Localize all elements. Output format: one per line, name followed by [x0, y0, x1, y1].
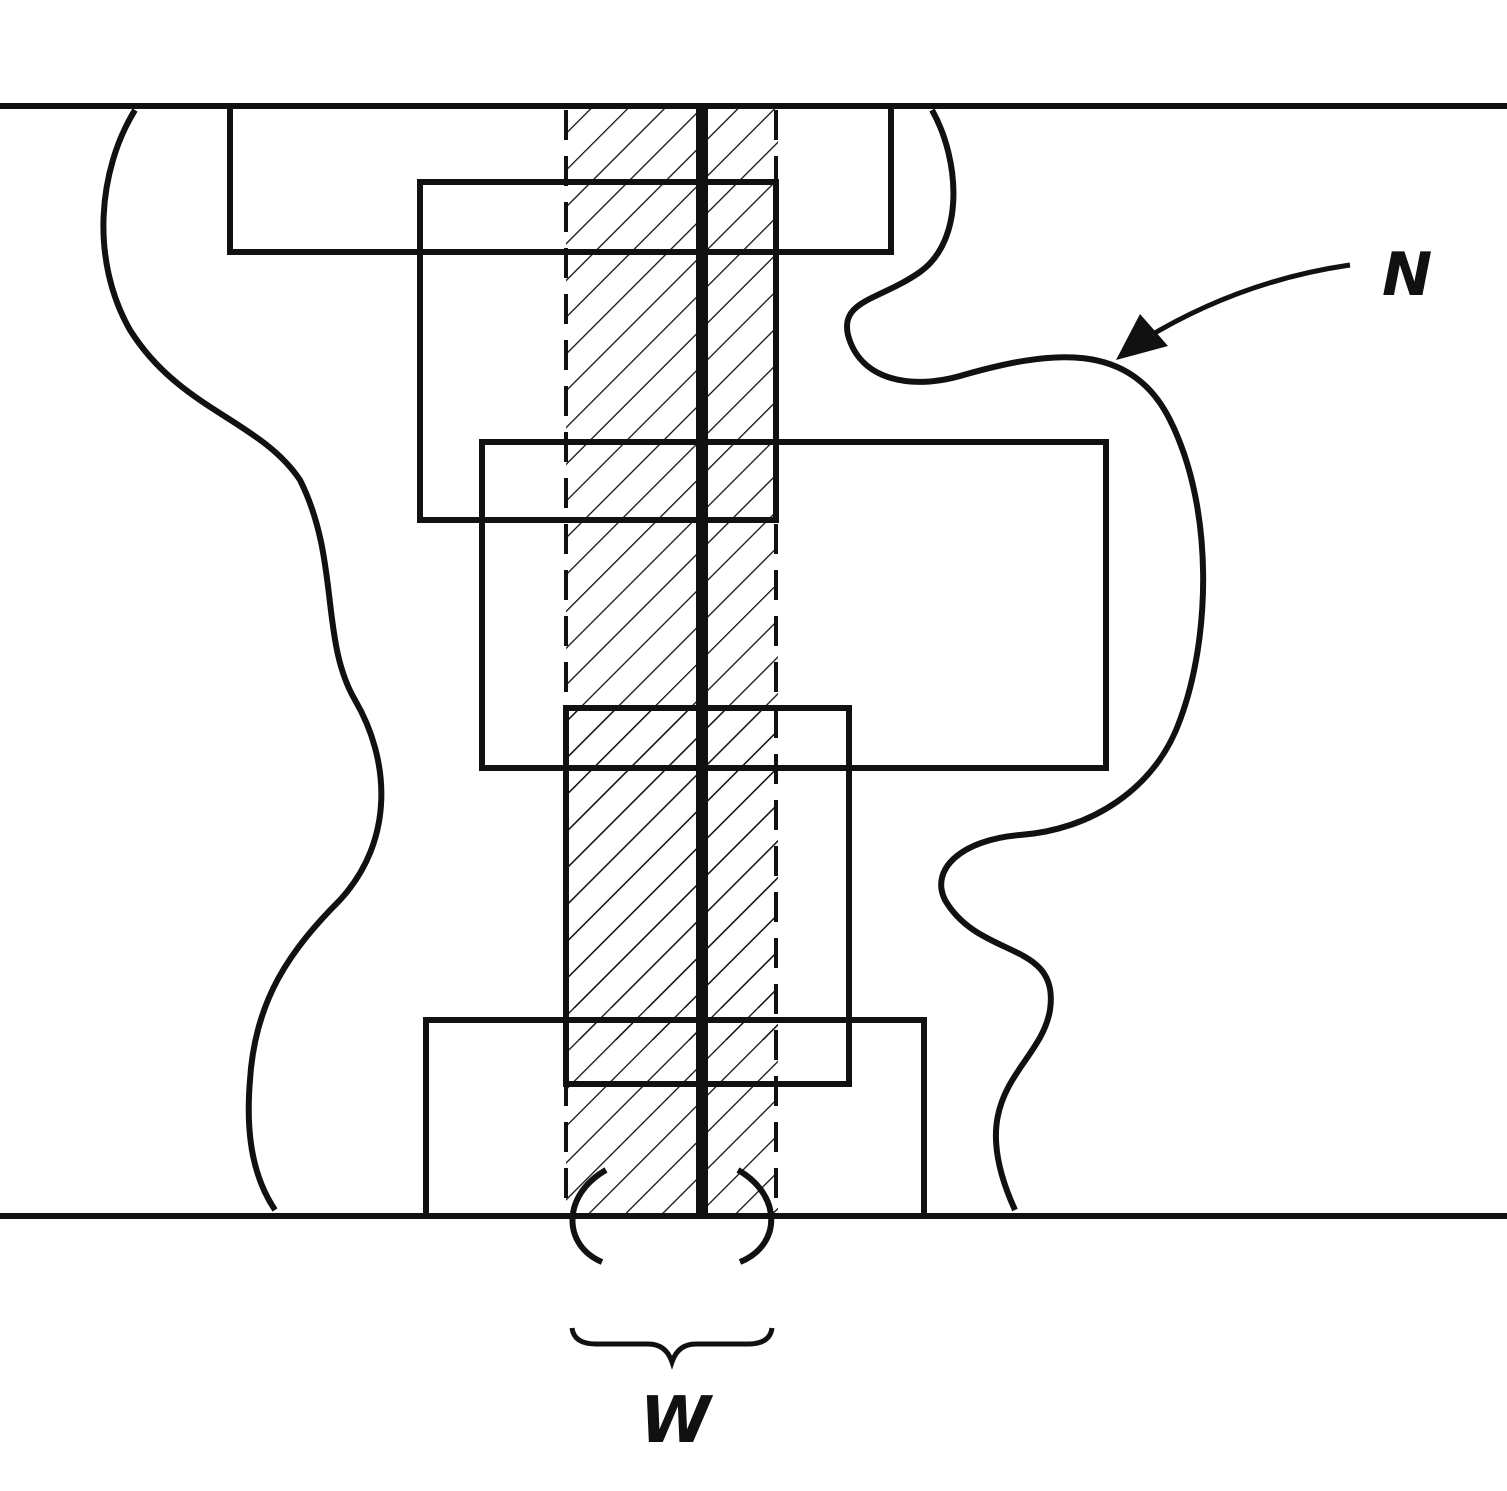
wavy-boundary-right — [843, 108, 1207, 1212]
block-middle-right — [479, 439, 1109, 771]
pointer-arrow-shaft — [1133, 262, 1351, 348]
pointer-arrow-head — [1116, 314, 1168, 360]
block-bottom — [423, 1017, 927, 1219]
right-bracket-mark — [736, 1167, 775, 1265]
hatched-regions — [566, 106, 778, 1216]
boundary-label-n: N — [1382, 240, 1432, 310]
hatch-zone-middle — [566, 708, 778, 1008]
wavy-boundary-left — [100, 108, 385, 1212]
pointer-arrow — [1116, 262, 1351, 360]
block-top-wide — [227, 103, 894, 255]
left-bracket-mark — [569, 1167, 608, 1265]
width-brace — [569, 1327, 775, 1370]
hatch-zone-lower — [566, 1020, 778, 1216]
width-label-w: W — [640, 1384, 714, 1458]
